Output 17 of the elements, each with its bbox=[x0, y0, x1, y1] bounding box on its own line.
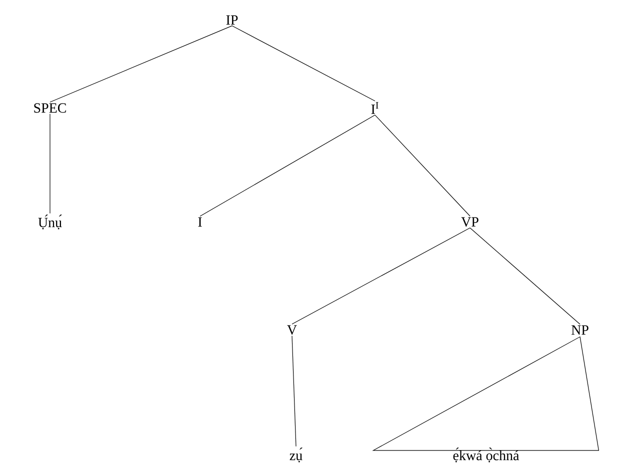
tree-node-label: IP bbox=[226, 15, 238, 25]
tree-node-label: SPEC bbox=[34, 103, 66, 113]
branch-line bbox=[200, 114, 376, 217]
tree-node-label: Ụ́nụ́ bbox=[38, 214, 62, 230]
tree-node-label: ẹ́kwá ọ̀chná bbox=[453, 448, 520, 462]
tree-node-label: zụ́ bbox=[290, 448, 302, 462]
branch-line bbox=[232, 25, 376, 102]
tree-node-label: NP bbox=[571, 325, 588, 335]
tree-node-label: I bbox=[198, 217, 202, 227]
branch-line bbox=[374, 114, 470, 216]
branch-line bbox=[292, 336, 296, 447]
branch-line bbox=[50, 25, 232, 102]
tree-node-label: VP bbox=[461, 217, 478, 227]
tree-node-label: V bbox=[287, 325, 297, 335]
tree-node-label: I$^{I}$ bbox=[371, 102, 378, 114]
branch-line bbox=[470, 228, 580, 325]
branch-line bbox=[292, 228, 470, 324]
